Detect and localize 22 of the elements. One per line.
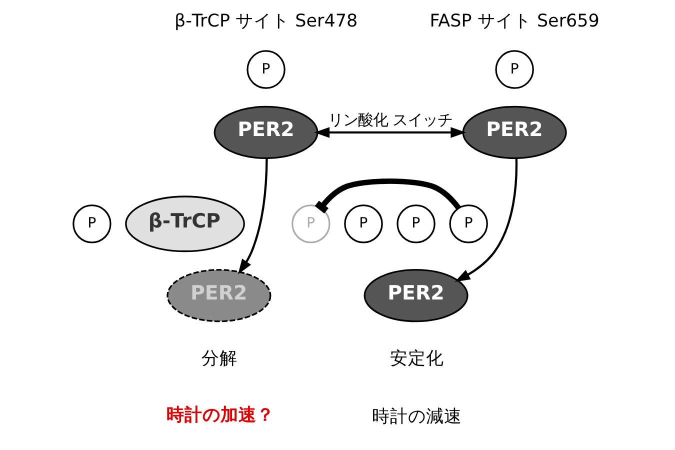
- edge-label: リン酸化 スイッチ: [328, 111, 453, 130]
- arrow: [454, 158, 518, 282]
- node-circle: P: [246, 50, 286, 89]
- node-circle: P: [396, 204, 436, 244]
- node-ellipse: PER2: [462, 106, 567, 159]
- node-label: 分解: [201, 348, 238, 369]
- node-label: 安定化: [390, 348, 444, 369]
- node-ellipse: PER2: [364, 269, 468, 322]
- node-ellipse: PER2: [166, 269, 272, 322]
- connector: [314, 178, 461, 214]
- node-circle: P: [344, 204, 383, 244]
- node-ellipse: PER2: [214, 106, 318, 159]
- arrow: [314, 127, 466, 138]
- node-circle: P: [72, 204, 112, 244]
- node-circle: P: [449, 204, 488, 244]
- arrow: [238, 158, 268, 274]
- node-label: 時計の加速？: [166, 406, 274, 426]
- node-label: 時計の減速: [372, 406, 462, 427]
- label: β-TrCP サイト Ser478: [174, 12, 358, 32]
- node-circle: P: [495, 50, 534, 89]
- node-ellipse: β-TrCP: [125, 196, 245, 252]
- label: FASP サイト Ser659: [430, 12, 600, 32]
